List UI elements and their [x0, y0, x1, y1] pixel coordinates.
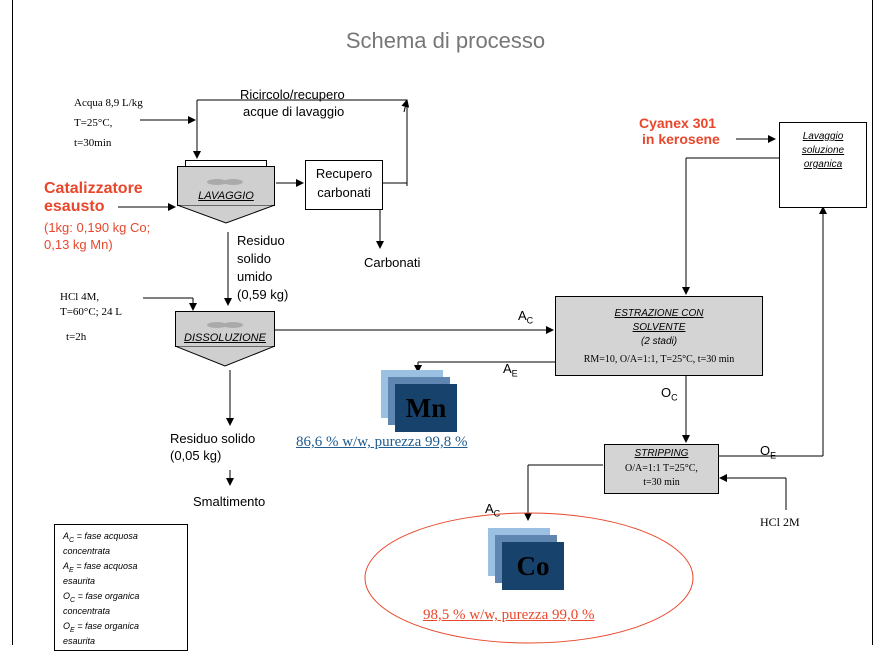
catalyst-name-2: esausto — [44, 198, 105, 215]
recupero-line2: carbonati — [317, 185, 371, 200]
stream-oe: OE — [760, 443, 777, 461]
lavaggio-tank: LAVAGGIO — [177, 160, 275, 226]
co-ellipse — [364, 512, 694, 644]
lavaggio-org-3: organica — [803, 159, 843, 170]
ricircolo-line1: Ricircolo/recupero — [240, 87, 345, 102]
hcl-temp: T=60°C; 24 L — [60, 306, 122, 318]
stripping-box: STRIPPING O/A=1:1 T=25°C, t=30 min — [604, 444, 719, 494]
lavaggio-organico-box: Lavaggio soluzione organica — [779, 122, 867, 208]
lavaggio-org-2: soluzione — [801, 145, 845, 156]
slide-frame-left — [12, 0, 13, 645]
dissoluzione-tank: DISSOLUZIONE — [175, 311, 275, 371]
dissoluzione-label: DISSOLUZIONE — [184, 332, 266, 344]
mn-badge: Mn — [395, 384, 457, 432]
stream-ae: AE — [503, 361, 518, 379]
carbonati-label: Carbonati — [364, 255, 421, 270]
co-badge: Co — [502, 542, 564, 590]
residuo-umido-3: umido — [237, 269, 273, 284]
estrazione-line4: RM=10, O/A=1:1, T=25°C, t=30 min — [583, 354, 735, 365]
hcl-label: HCl 4M, — [60, 291, 100, 303]
estrazione-line2: SOLVENTE — [632, 322, 686, 333]
lavaggio-org-1: Lavaggio — [802, 131, 844, 142]
residuo-solido-2: (0,05 kg) — [170, 448, 222, 463]
slide-frame-right — [872, 0, 873, 645]
stream-oc: OC — [661, 385, 678, 403]
stripping-line1: STRIPPING — [634, 448, 689, 459]
residuo-umido-4: (0,59 kg) — [237, 287, 289, 302]
page-title: Schema di processo — [345, 28, 546, 53]
smaltimento-label: Smaltimento — [193, 494, 266, 509]
lavaggio-label: LAVAGGIO — [198, 190, 254, 202]
catalyst-detail: (1kg: 0,190 kg Co; — [44, 220, 151, 235]
mn-result: 86,6 % w/w, purezza 99,8 % — [296, 434, 468, 450]
acqua-time: t=30min — [74, 137, 112, 149]
cyanex-line1: Cyanex 301 — [639, 115, 717, 131]
stripping-line2: O/A=1:1 T=25°C, — [625, 463, 698, 474]
estrazione-box: ESTRAZIONE CON SOLVENTE (2 stadi) RM=10,… — [555, 296, 763, 376]
estrazione-line1: ESTRAZIONE CON — [614, 308, 704, 319]
estrazione-line3: (2 stadi) — [640, 336, 678, 347]
recupero-line1: Recupero — [315, 166, 373, 181]
hcl2m-label: HCl 2M — [760, 515, 800, 529]
acqua-label: Acqua 8,9 L/kg — [74, 97, 143, 109]
stream-ac2: AC — [485, 501, 501, 519]
cyanex-line2: in kerosene — [642, 131, 720, 147]
acqua-temp: T=25°C, — [74, 117, 113, 129]
hcl-time: t=2h — [66, 331, 87, 343]
stream-ac: AC — [518, 308, 534, 326]
recupero-box: Recupero carbonati — [305, 160, 383, 210]
residuo-solido-1: Residuo solido — [170, 431, 256, 446]
catalyst-detail-2: 0,13 kg Mn) — [44, 237, 113, 252]
co-result: 98,5 % w/w, purezza 99,0 % — [423, 607, 595, 623]
residuo-umido-2: solido — [237, 251, 271, 266]
residuo-umido-1: Residuo — [237, 233, 285, 248]
stripping-line3: t=30 min — [643, 477, 680, 488]
ricircolo-line2: acque di lavaggio — [243, 104, 345, 119]
catalyst-name: Catalizzatore — [44, 180, 143, 197]
